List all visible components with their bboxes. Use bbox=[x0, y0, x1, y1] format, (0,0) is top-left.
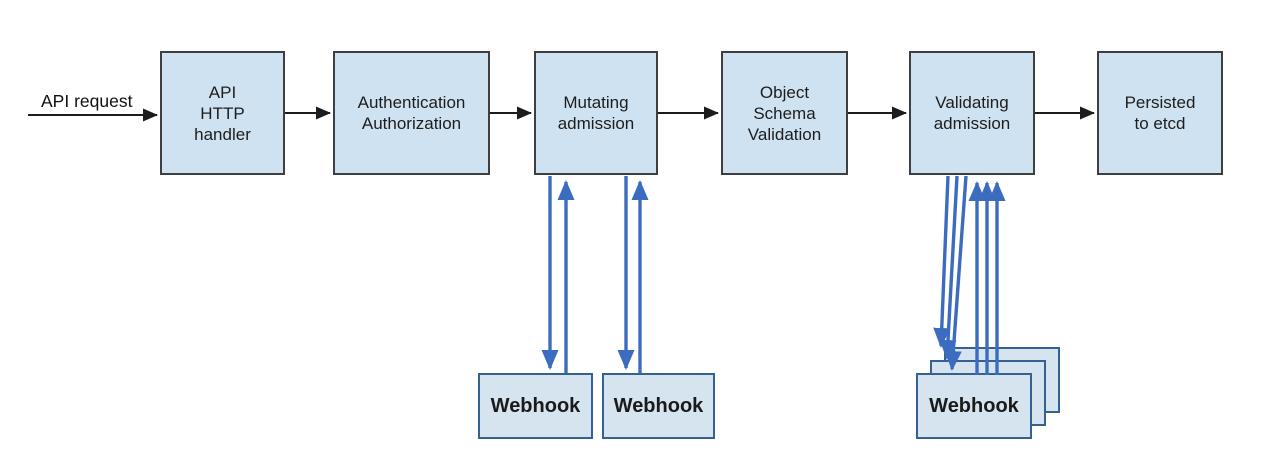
stage-label: Authentication Authorization bbox=[357, 93, 466, 133]
validating-webhook-box-front: Webhook bbox=[916, 373, 1032, 439]
webhook-label: Webhook bbox=[490, 394, 581, 417]
mutating-webhook-box-2: Webhook bbox=[602, 373, 715, 439]
validating-webhook-request-arrow-1 bbox=[933, 175, 951, 348]
stage-api-http-handler: API HTTP handler bbox=[160, 51, 285, 175]
stage-persisted-to-etcd: Persisted to etcd bbox=[1097, 51, 1223, 175]
validating-webhook-request-arrow-3 bbox=[944, 175, 968, 371]
api-request-label: API request bbox=[41, 91, 133, 111]
webhook-label: Webhook bbox=[929, 394, 1019, 417]
stage-label: Validating admission bbox=[933, 93, 1011, 133]
stage-authentication-authorization: Authentication Authorization bbox=[333, 51, 490, 175]
mutating-webhook-box-1: Webhook bbox=[478, 373, 593, 439]
stage-label: Object Schema Validation bbox=[747, 82, 822, 144]
stage-validating-admission: Validating admission bbox=[909, 51, 1035, 175]
stage-label: Mutating admission bbox=[557, 93, 635, 133]
stage-object-schema-validation: Object Schema Validation bbox=[721, 51, 848, 175]
webhook-label: Webhook bbox=[613, 394, 704, 417]
stage-label: API HTTP handler bbox=[194, 82, 251, 144]
stage-mutating-admission: Mutating admission bbox=[534, 51, 658, 175]
stage-label: Persisted to etcd bbox=[1124, 93, 1196, 133]
validating-webhook-request-arrow-2 bbox=[939, 175, 959, 360]
